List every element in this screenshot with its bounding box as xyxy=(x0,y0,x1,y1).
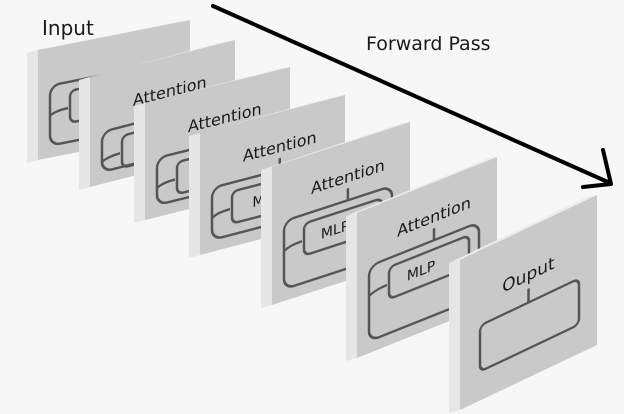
output-panel: Ouput xyxy=(449,195,597,413)
mlp-box xyxy=(387,235,471,299)
panel-side xyxy=(79,77,90,190)
panel-side xyxy=(449,260,460,413)
input-label: Input xyxy=(42,16,94,40)
panel-top xyxy=(261,122,410,170)
residual-arrow-icon xyxy=(368,283,388,298)
forward-pass-arrow xyxy=(211,4,613,189)
panel-side xyxy=(134,103,145,223)
panel-side xyxy=(346,213,357,361)
panel-side xyxy=(27,50,38,163)
layer-panels: AttentionMLPAttentionMLPAttentionMLPAtte… xyxy=(27,20,597,413)
panel-top xyxy=(449,195,597,263)
residual-arrow-icon xyxy=(49,106,69,117)
residual-arrow-icon xyxy=(101,152,121,163)
panel-side xyxy=(189,133,200,258)
residual-arrow-icon xyxy=(211,207,231,219)
panel-top xyxy=(346,157,497,216)
residual-arrow-icon xyxy=(156,178,176,189)
panel-side xyxy=(261,167,272,308)
residual-arrow-icon xyxy=(283,239,303,252)
forward-pass-label: Forward Pass xyxy=(366,33,491,55)
